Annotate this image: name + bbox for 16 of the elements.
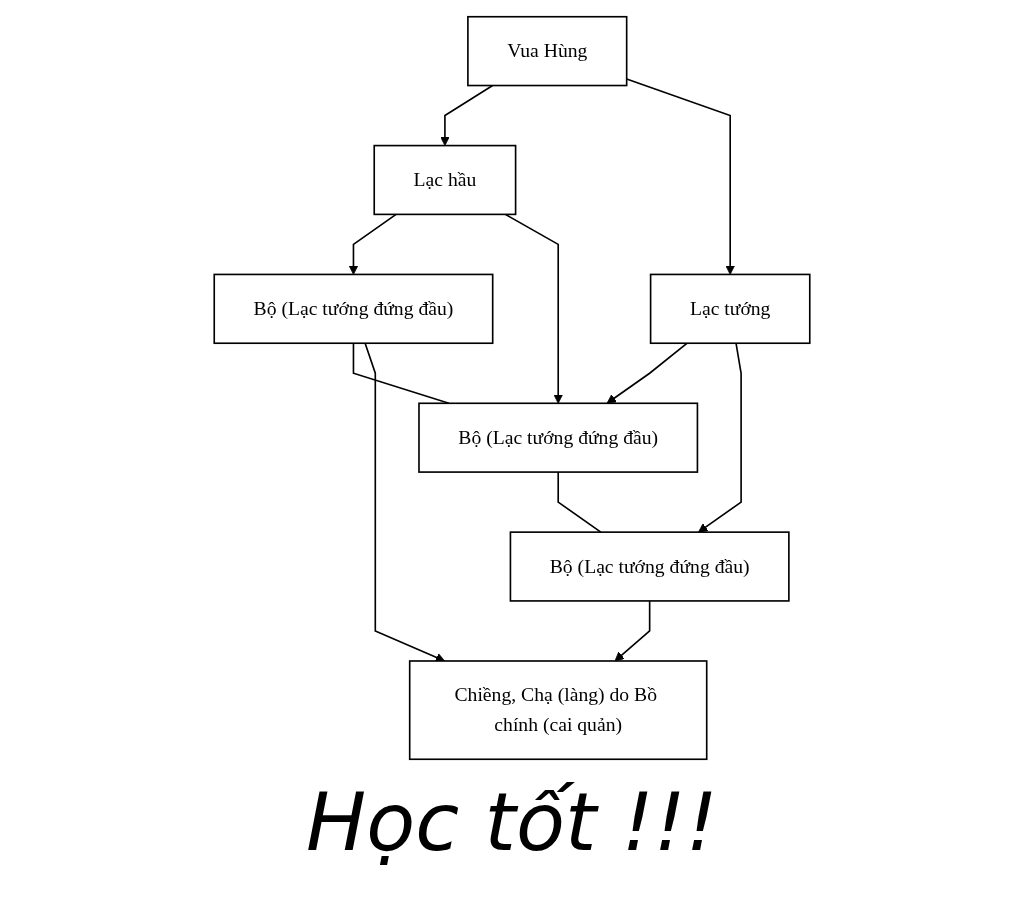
- node-box: Vua Hùng: [467, 15, 628, 87]
- arrow: [364, 342, 446, 662]
- note-text: Học tốt !!!: [306, 775, 718, 871]
- node-box: Lạc hầu: [373, 144, 517, 216]
- arrow: [504, 213, 563, 404]
- arrow: [606, 342, 688, 404]
- node-box: Bộ (Lạc tướng đứng đầu): [418, 402, 699, 473]
- node-box: Chiềng, Chạ (làng) do Bồ chính (cai quản): [408, 660, 708, 761]
- arrow: [348, 213, 397, 275]
- node-box: Lạc tướng: [649, 273, 811, 345]
- arrow: [440, 84, 494, 146]
- arrow: [698, 342, 742, 533]
- connector: [557, 471, 602, 533]
- node-box: Bộ (Lạc tướng đứng đầu): [509, 531, 790, 602]
- arrow: [614, 600, 651, 662]
- node-box: Bộ (Lạc tướng đứng đầu): [213, 273, 494, 345]
